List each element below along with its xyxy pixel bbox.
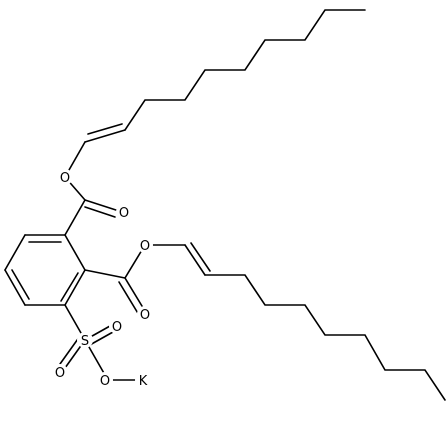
sulfonyl-oxygen-right-label: O — [112, 320, 122, 335]
vinyl-double-bond — [87, 123, 123, 135]
vinyl-double-bond — [184, 244, 206, 276]
ring-bond — [64, 269, 86, 306]
ring-to-carbonyl-bond — [84, 269, 126, 279]
ester2-carbonyl-oxygen-label: O — [140, 308, 150, 323]
vinyl-double-bond — [84, 129, 126, 143]
ring-double-bond — [60, 272, 79, 302]
decenyl-chain-top — [124, 9, 366, 131]
sulfonate-group — [59, 304, 141, 381]
ring-double-bond — [11, 269, 30, 300]
carbonyl-double-bond — [118, 281, 140, 316]
ester2-alkoxy-oxygen-label: O — [140, 239, 150, 254]
alkyl-chain — [124, 9, 366, 131]
decenyl-chain-middle — [204, 274, 446, 401]
benzene-ring — [4, 234, 86, 306]
ring-to-carbonyl-bond — [64, 199, 86, 236]
ester1-alkoxy-oxygen-label: O — [60, 171, 70, 186]
carbonyl-double-bond — [84, 206, 116, 218]
sulfonyl-double-bond — [87, 331, 114, 347]
atom-labels: O O O O S O O O K — [52, 169, 153, 389]
potassium-atom-label: K — [139, 374, 148, 389]
sulfonyl-double-bond — [59, 335, 81, 365]
ester1-carbonyl-oxygen-label: O — [119, 206, 129, 221]
alkyl-chain — [204, 274, 446, 401]
ring-bond — [64, 234, 86, 271]
ester-group-top — [64, 123, 126, 236]
vinyl-double-bond — [190, 242, 211, 272]
sulfur-atom-label: S — [81, 334, 89, 349]
carbonyl-double-bond — [84, 199, 120, 212]
sulfonate-oxygen-label: O — [100, 374, 110, 389]
sulfonyl-oxygen-left-label: O — [55, 366, 65, 381]
carbonyl-double-bond — [124, 277, 146, 312]
ring-bond — [4, 269, 26, 306]
ring-bond — [4, 234, 26, 271]
